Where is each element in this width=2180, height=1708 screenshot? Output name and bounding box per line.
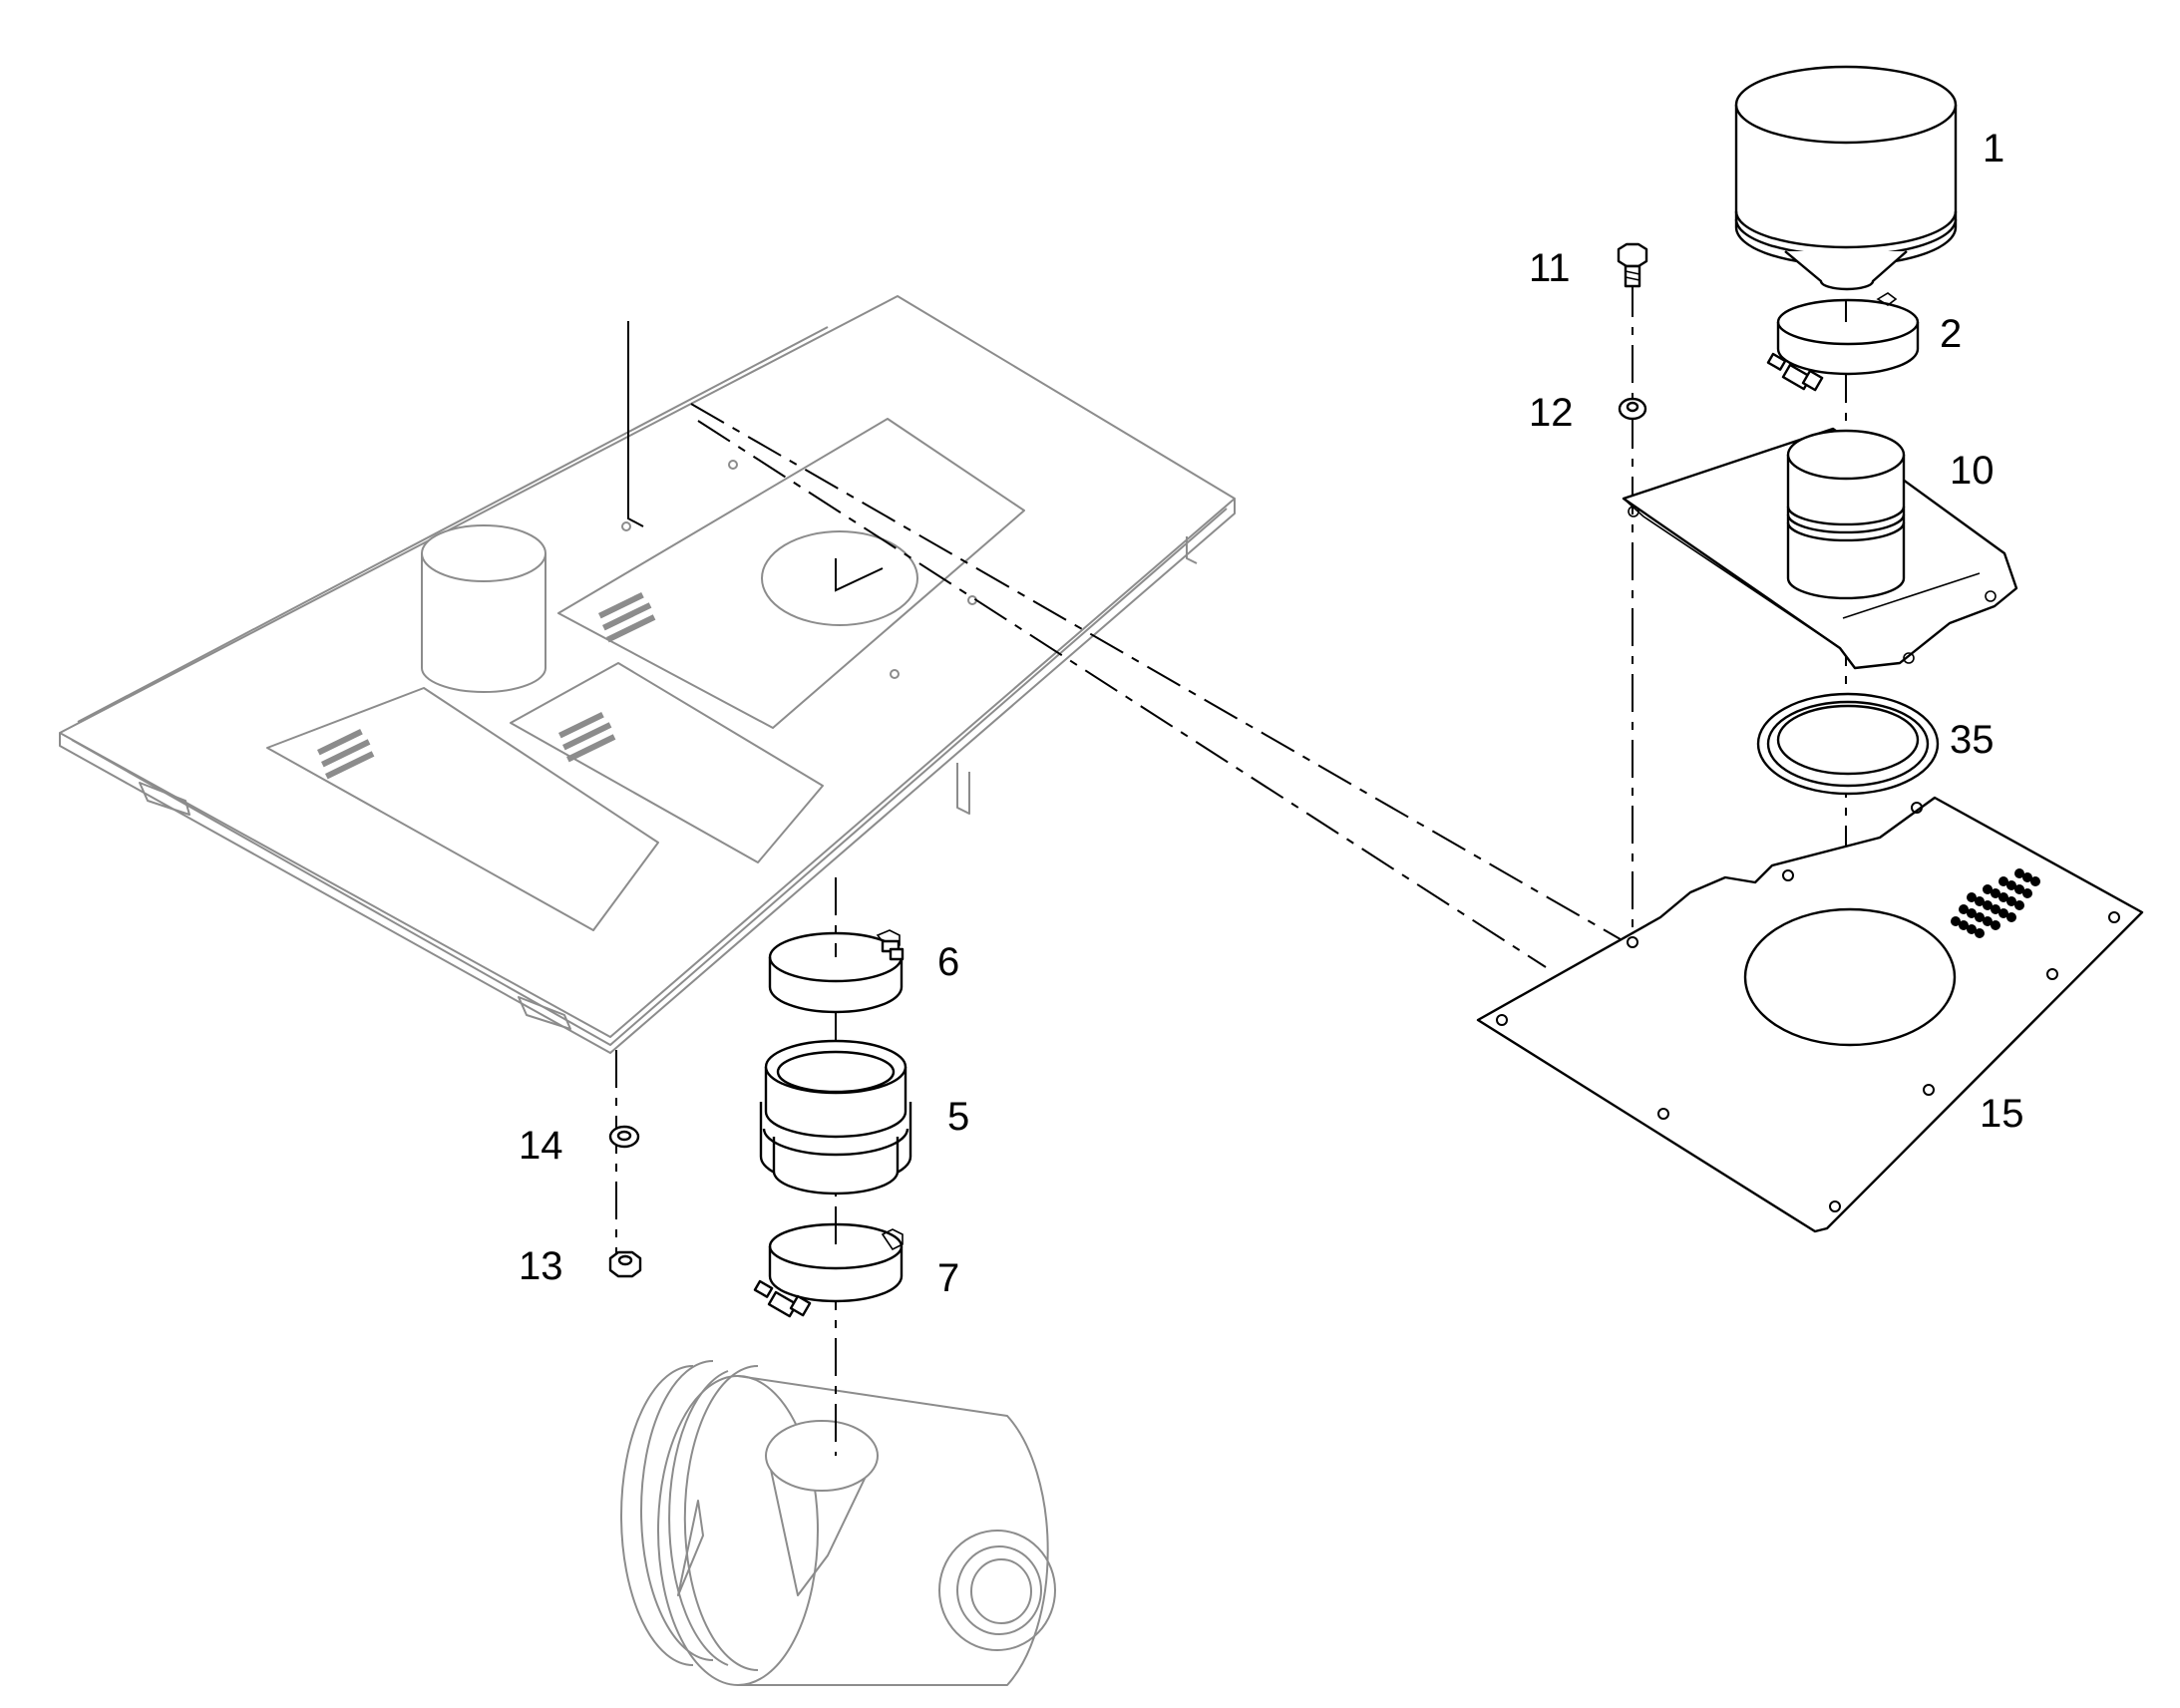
label-11: 11 (1529, 246, 1571, 290)
ghosted-air-filter-housing (620, 1360, 1056, 1686)
callout-labels: 1 2 10 35 15 11 12 6 5 7 14 13 (519, 127, 2024, 1300)
label-13: 13 (519, 1244, 563, 1288)
label-1: 1 (1983, 127, 2004, 171)
part-6-hose-clamp (768, 929, 905, 1014)
label-6: 6 (937, 940, 959, 984)
part-14-washer (608, 1125, 640, 1149)
part-7-hose-clamp (753, 1222, 904, 1318)
part-2-hose-clamp (1766, 292, 1920, 392)
label-2: 2 (1940, 312, 1962, 356)
part-10-adapter-bracket (1622, 427, 2018, 670)
part-1-filter-cap (1734, 65, 1958, 291)
label-7: 7 (937, 1256, 959, 1300)
part-12-washer (1618, 397, 1647, 421)
label-15: 15 (1980, 1092, 2024, 1136)
part-13-nut (608, 1250, 642, 1278)
part-5-coupling (759, 1039, 912, 1196)
part-11-bolt (1617, 242, 1648, 288)
label-35: 35 (1950, 718, 1995, 762)
part-35-gasket (1756, 692, 1940, 796)
label-14: 14 (519, 1124, 563, 1168)
label-12: 12 (1529, 391, 1574, 435)
label-10: 10 (1950, 449, 1995, 493)
ghosted-top-panel (59, 295, 1236, 1054)
part-15-mounting-plate (1476, 796, 2144, 1233)
label-5: 5 (947, 1095, 969, 1139)
